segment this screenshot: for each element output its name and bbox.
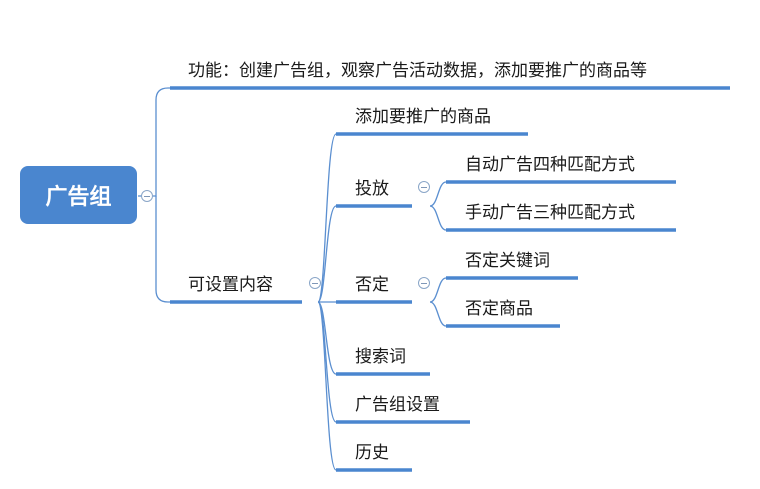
auto-match-node[interactable]: 自动广告四种匹配方式 — [465, 155, 635, 175]
function-node[interactable]: 功能：创建广告组，观察广告活动数据，添加要推广的商品等 — [188, 61, 647, 81]
root-label: 广告组 — [45, 185, 112, 210]
ad-group-settings-node[interactable]: 广告组设置 — [355, 395, 440, 415]
settings-collapse-icon[interactable] — [309, 277, 321, 289]
negative-collapse-icon[interactable] — [418, 277, 430, 289]
delivery-collapse-icon[interactable] — [418, 181, 430, 193]
negative-node[interactable]: 否定 — [355, 275, 389, 295]
manual-match-node[interactable]: 手动广告三种匹配方式 — [465, 203, 635, 223]
delivery-node[interactable]: 投放 — [355, 179, 389, 199]
root-collapse-icon[interactable] — [141, 190, 153, 202]
negative-keywords-node[interactable]: 否定关键词 — [465, 251, 550, 271]
root-node[interactable]: 广告组 — [20, 166, 137, 224]
search-terms-node[interactable]: 搜索词 — [355, 347, 406, 367]
history-node[interactable]: 历史 — [355, 443, 389, 463]
add-products-node[interactable]: 添加要推广的商品 — [355, 107, 491, 127]
negative-products-node[interactable]: 否定商品 — [465, 299, 533, 319]
settings-node[interactable]: 可设置内容 — [188, 275, 273, 295]
